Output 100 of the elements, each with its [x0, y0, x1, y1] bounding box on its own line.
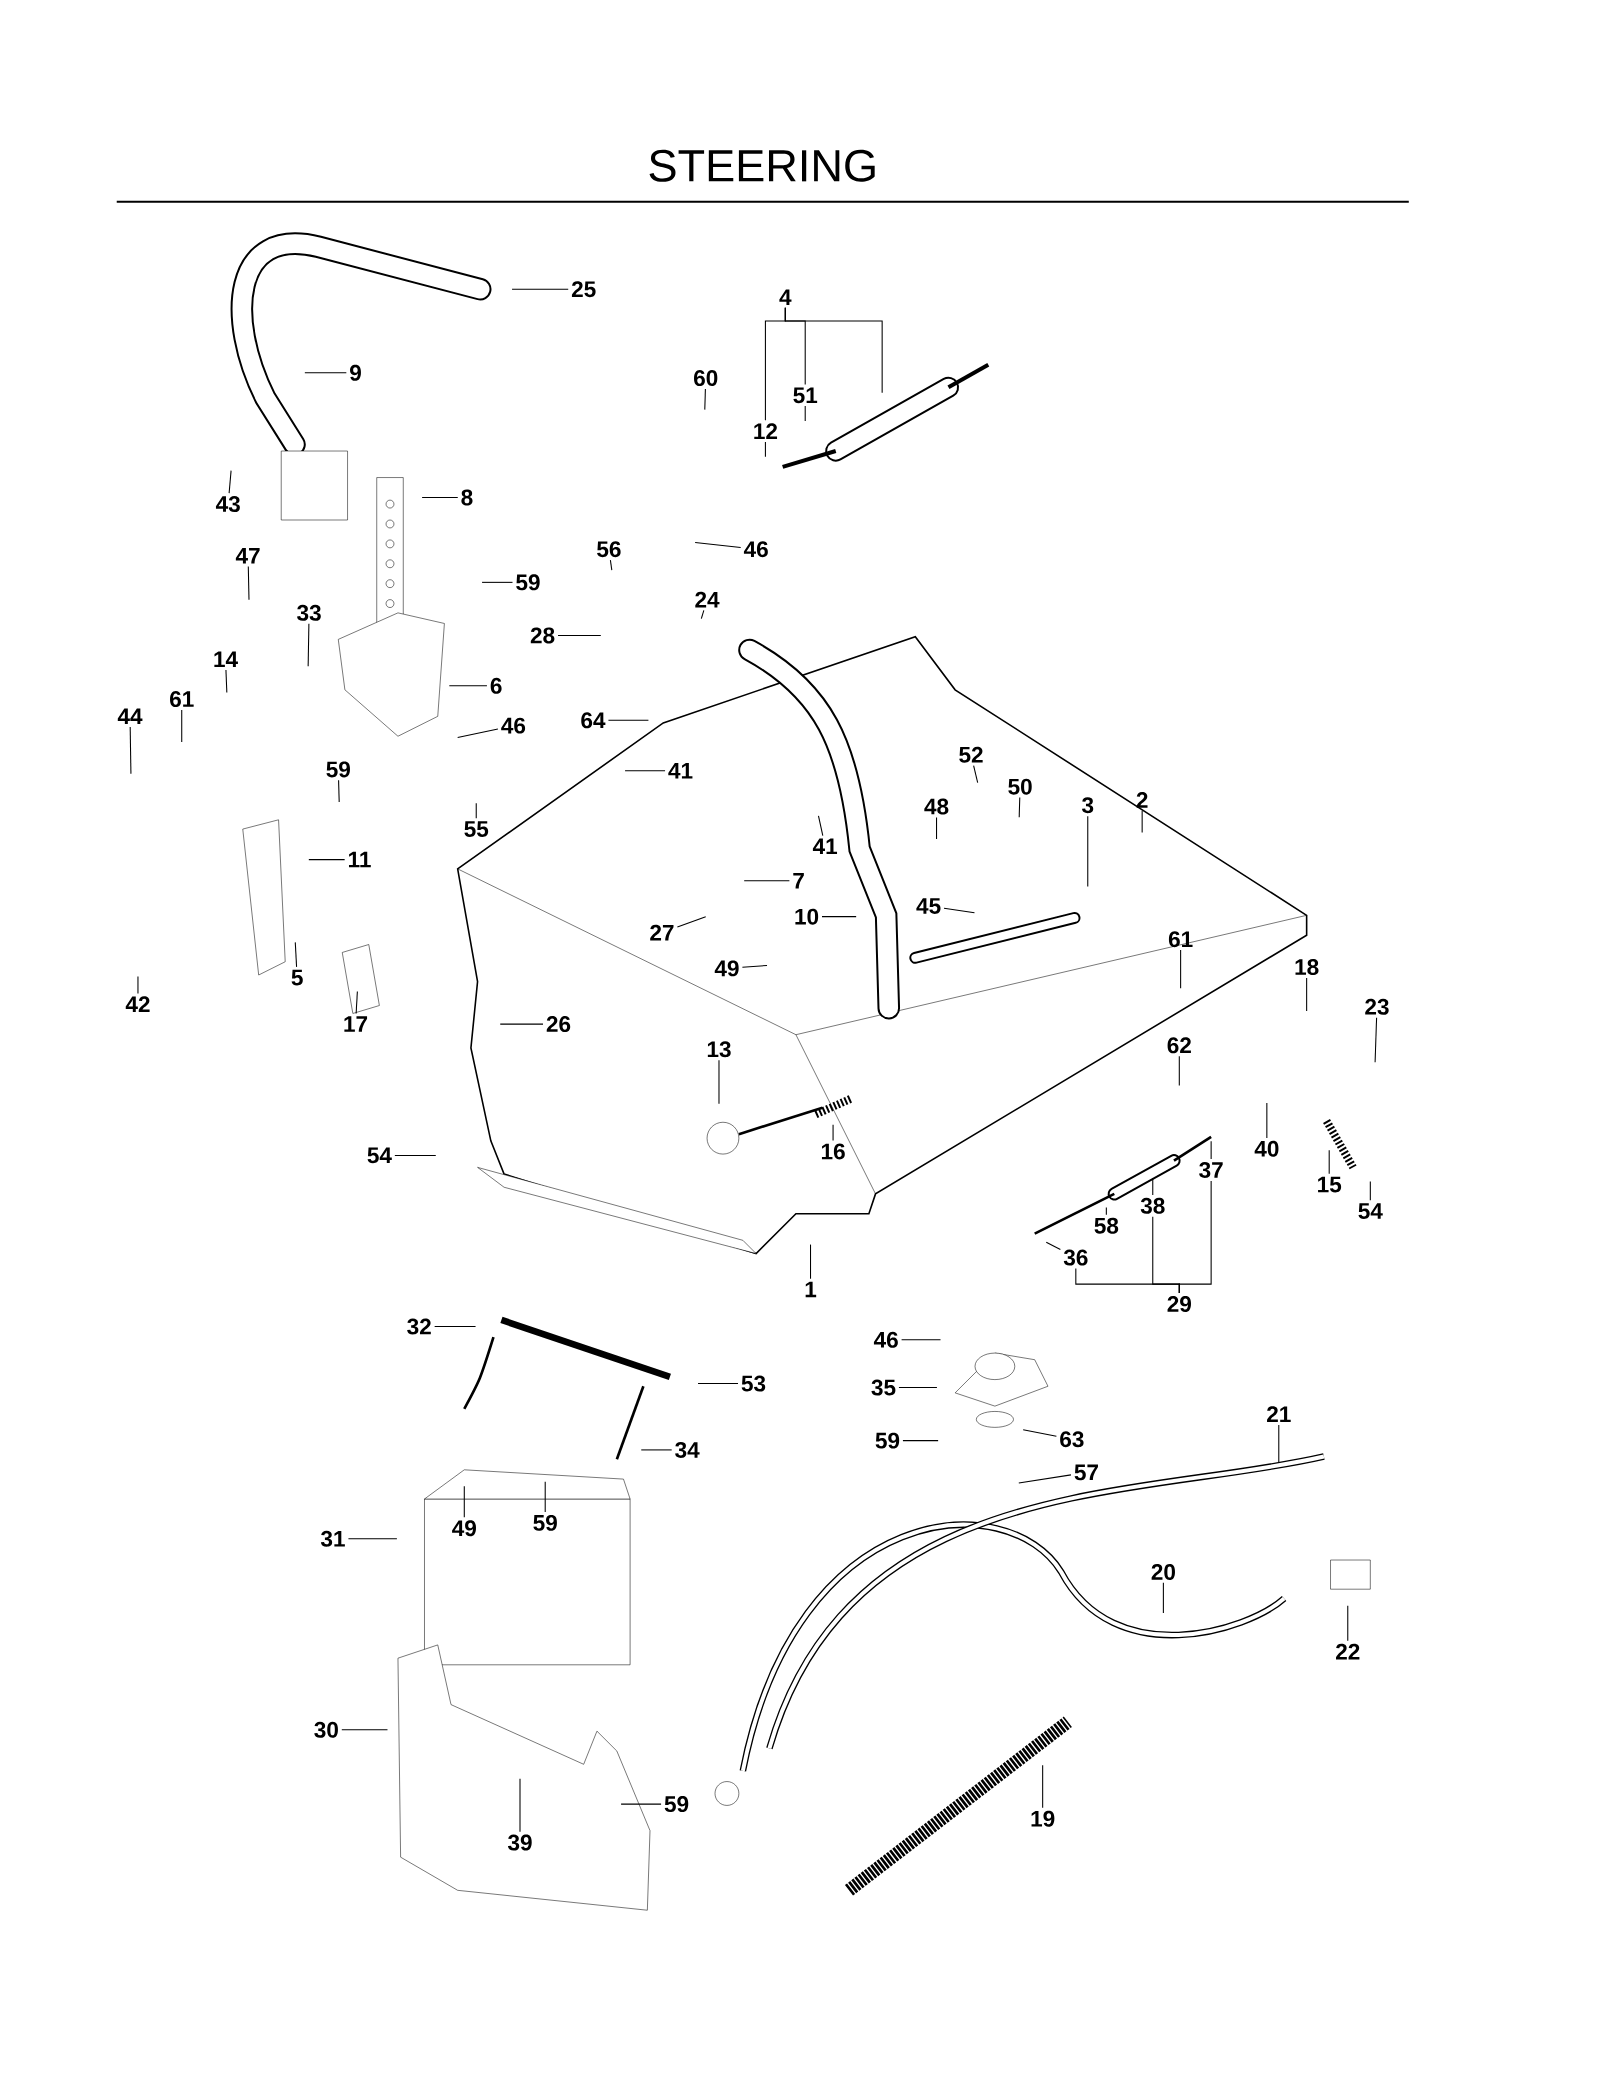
leader-line	[463, 1485, 465, 1518]
callout-number: 61	[1168, 931, 1193, 948]
leader-line	[718, 1059, 720, 1105]
callout-number: 40	[1254, 1140, 1279, 1157]
callout-number: 3	[1081, 797, 1094, 814]
callout-number: 47	[235, 548, 260, 564]
callout-number: 14	[214, 651, 238, 668]
callout-number: 13	[707, 1041, 731, 1058]
callout-number: 45	[916, 898, 941, 914]
leader-line	[1328, 1149, 1330, 1175]
leader-line	[1178, 1055, 1180, 1086]
leader-line	[784, 307, 883, 394]
callout-number: 18	[1295, 959, 1319, 976]
callout-number: 41	[668, 762, 693, 779]
leader-line	[741, 964, 768, 968]
callout-number: 19	[1031, 1810, 1055, 1827]
leader-line	[394, 1154, 437, 1156]
leader-line	[821, 916, 857, 918]
leader-line	[900, 1339, 941, 1341]
leader-line	[620, 1803, 662, 1805]
callout-number: 48	[924, 798, 949, 815]
leader-line	[764, 441, 766, 458]
callout-number: 37	[1198, 1162, 1223, 1178]
callout-number: 46	[873, 1331, 898, 1348]
leader-line	[448, 685, 488, 687]
callout-number: 59	[664, 1796, 689, 1813]
callout-number: 59	[515, 574, 540, 591]
callout-number: 59	[875, 1432, 899, 1449]
callout-number: 62	[1167, 1037, 1191, 1054]
leader-line	[935, 816, 937, 840]
callout-number: 24	[695, 591, 720, 608]
leader-line	[1022, 1429, 1057, 1437]
callout-number: 33	[296, 604, 321, 621]
callout-number: 23	[1365, 998, 1389, 1015]
callout-number: 2	[1136, 792, 1148, 808]
callout-number: 60	[693, 370, 718, 387]
leader-line	[1152, 1177, 1154, 1196]
leader-line	[544, 1481, 546, 1513]
callout-number: 27	[650, 924, 674, 941]
callout-number: 51	[793, 387, 817, 404]
callout-number: 25	[571, 281, 596, 298]
leader-line	[1266, 1102, 1268, 1139]
leader-line	[499, 1023, 544, 1025]
callout-number: 16	[821, 1143, 845, 1160]
callout-number: 36	[1063, 1249, 1088, 1266]
callout-number: 42	[125, 996, 150, 1013]
leader-line	[1162, 1582, 1164, 1614]
leader-line	[832, 1124, 834, 1142]
leader-line	[624, 770, 666, 772]
callout-number: 52	[959, 746, 983, 763]
leader-line	[676, 916, 707, 928]
callout-number: 12	[754, 423, 777, 439]
leader-line	[304, 372, 347, 374]
leader-line	[1179, 949, 1181, 989]
leader-line	[1041, 1764, 1043, 1809]
leader-line	[1305, 977, 1307, 1012]
callout-number: 31	[320, 1530, 345, 1547]
leader-line	[355, 991, 358, 1014]
callout-number: 5	[291, 969, 303, 986]
leader-line	[1018, 1474, 1072, 1484]
leader-line	[1018, 797, 1021, 818]
callout-number: 59	[533, 1514, 557, 1531]
callout-number: 57	[1074, 1464, 1098, 1481]
leader-line	[697, 1383, 739, 1385]
callout-number: 7	[793, 873, 804, 889]
callout-number: 9	[349, 364, 361, 381]
leader-line	[1347, 1605, 1349, 1642]
callout-number: 46	[743, 541, 768, 558]
leader-line	[640, 1449, 673, 1451]
leader-line	[129, 726, 132, 775]
leader-line	[809, 1244, 811, 1280]
leader-line	[743, 880, 790, 882]
callout-number: 63	[1059, 1431, 1084, 1448]
leader-line	[1178, 1180, 1212, 1294]
leader-line	[294, 941, 297, 968]
callout-number: 4	[779, 289, 792, 305]
callout-number: 49	[714, 960, 739, 977]
callout-number: 30	[314, 1721, 338, 1738]
leader-line	[817, 815, 824, 837]
callout-number: 55	[464, 821, 488, 837]
leader-line	[1374, 1017, 1377, 1063]
leader-line	[943, 907, 975, 914]
callout-number: 46	[501, 717, 525, 734]
callout-number: 29	[1167, 1296, 1191, 1312]
callout-number: 53	[741, 1375, 766, 1392]
callout-number: 64	[581, 712, 606, 729]
leader-line	[341, 1729, 388, 1731]
callout-number: 38	[1140, 1197, 1165, 1214]
leader-line	[1369, 1181, 1371, 1201]
leader-line	[1105, 1207, 1107, 1216]
leader-line	[694, 542, 742, 549]
leader-line	[181, 709, 183, 743]
leader-line	[1087, 815, 1089, 887]
callout-number: 49	[451, 1520, 476, 1537]
callout-number: 26	[546, 1016, 571, 1033]
leader-line	[307, 623, 310, 667]
leader-line	[456, 728, 499, 739]
callout-number: 21	[1266, 1406, 1291, 1422]
callout-number: 39	[507, 1834, 532, 1851]
leader-line	[421, 496, 459, 498]
